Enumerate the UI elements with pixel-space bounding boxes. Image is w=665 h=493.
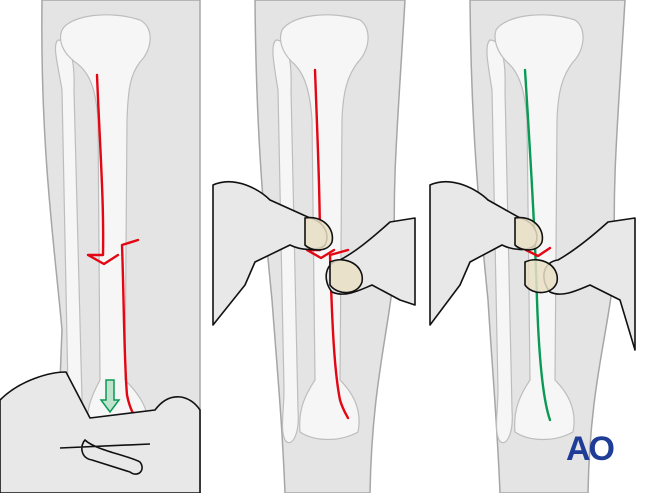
thumb: [59, 439, 151, 475]
arrow-down-icon: [99, 379, 121, 414]
reduction-line-proximal: [86, 73, 120, 266]
left-thumb: [514, 216, 544, 251]
panel-2: [212, 0, 416, 493]
right-thumb: [329, 258, 363, 294]
panel-3: [429, 0, 636, 493]
right-thumb: [524, 258, 558, 294]
left-thumb: [304, 216, 334, 251]
hand: [0, 371, 201, 493]
ao-logo: AO: [566, 430, 615, 468]
reduction-mark: [524, 246, 552, 258]
reduction-line-distal: [120, 238, 140, 417]
panel-1: [0, 0, 201, 493]
